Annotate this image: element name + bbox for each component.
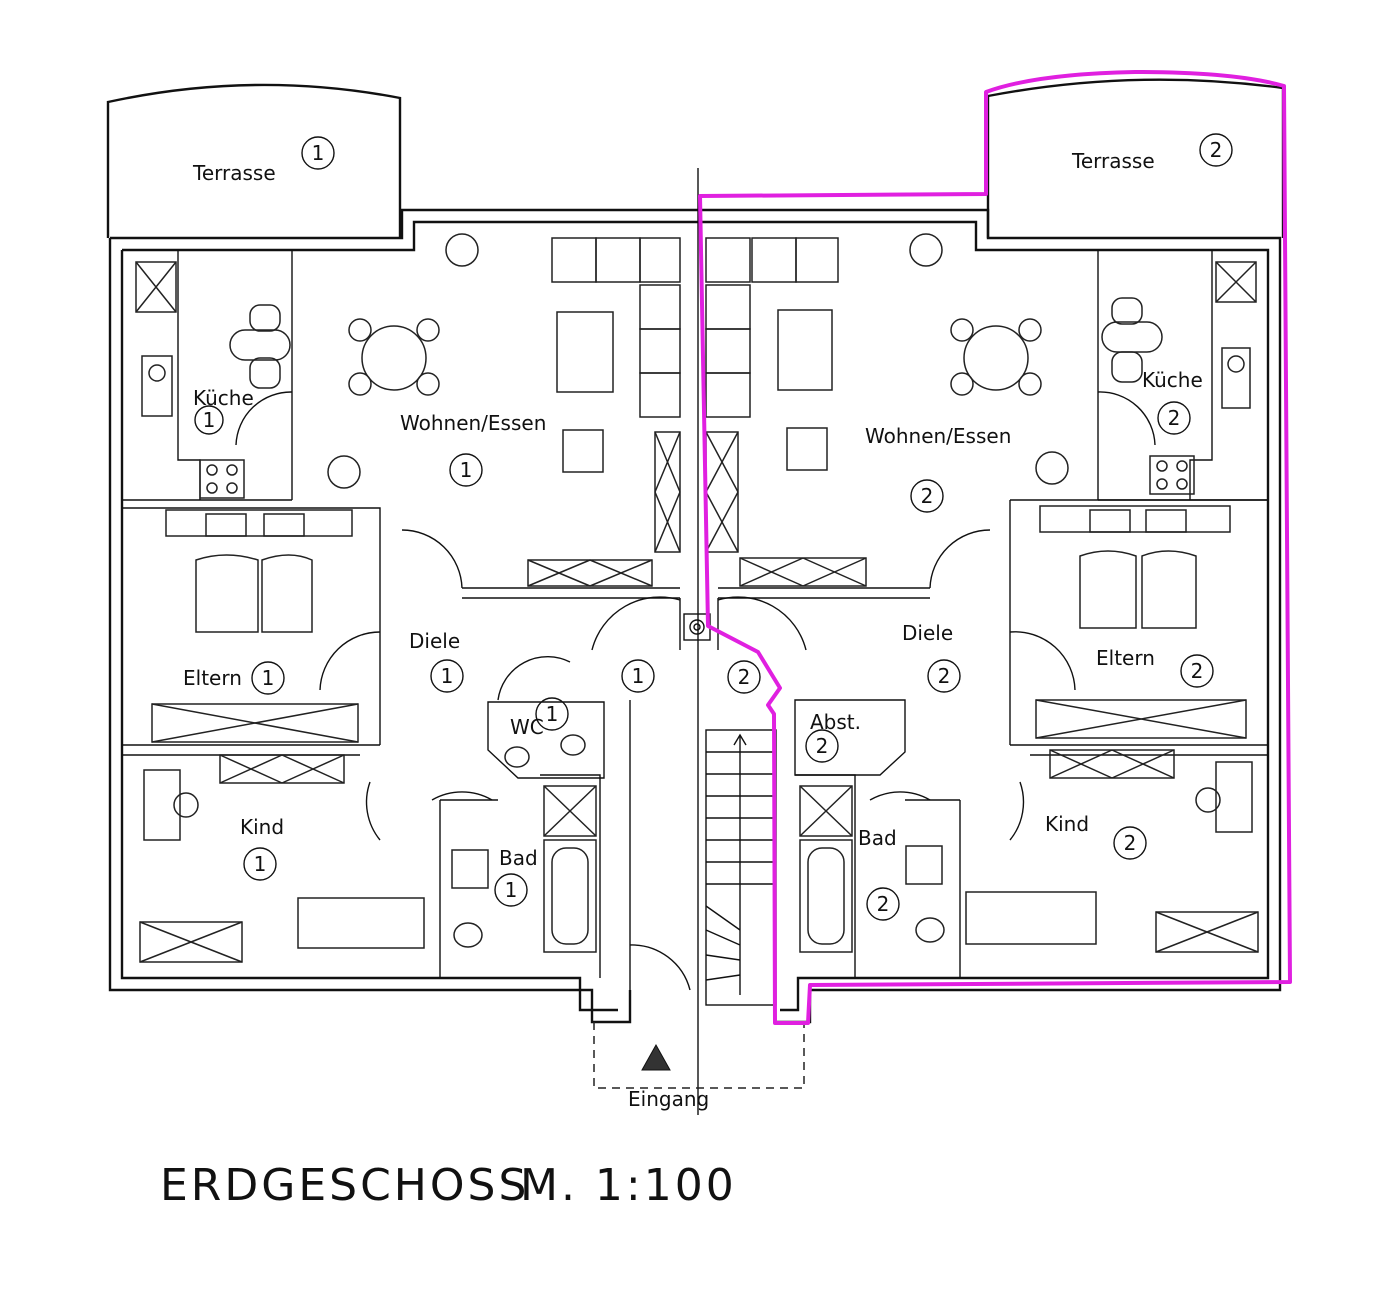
svg-text:1: 1 bbox=[203, 408, 216, 432]
svg-text:1: 1 bbox=[441, 664, 454, 688]
wc-1-label: WC bbox=[510, 715, 544, 739]
interior-walls-unit-1 bbox=[122, 250, 681, 990]
entrance-label: Eingang bbox=[628, 1087, 709, 1111]
parents-1-label: Eltern bbox=[183, 666, 242, 690]
kitchen-2-label: Küche bbox=[1142, 368, 1203, 392]
parents-2-label: Eltern bbox=[1096, 646, 1155, 670]
terrace-1-number: 1 bbox=[312, 141, 325, 165]
entrance-door-1-number: 1 bbox=[632, 664, 645, 688]
svg-text:2: 2 bbox=[921, 484, 934, 508]
kitchen-1-label: Küche bbox=[193, 386, 254, 410]
entrance-door-2-number: 2 bbox=[738, 665, 751, 689]
outer-walls bbox=[108, 168, 1282, 1115]
doors bbox=[235, 391, 1156, 991]
unit-2-highlight bbox=[698, 70, 1292, 1025]
entrance bbox=[593, 1022, 805, 1089]
labels-unit-1: Terrasse 1 Küche 1 Wohnen/Essen 1 Diele … bbox=[183, 136, 655, 907]
furniture-unit-2 bbox=[705, 233, 1259, 953]
terrace-1 bbox=[106, 83, 402, 238]
child-1-label: Kind bbox=[240, 815, 284, 839]
hall-1-label: Diele bbox=[409, 629, 460, 653]
entrance-marker bbox=[641, 1043, 671, 1071]
svg-text:2: 2 bbox=[1191, 659, 1204, 683]
child-2-label: Kind bbox=[1045, 812, 1089, 836]
labels-unit-2: Terrasse 2 Küche 2 Wohnen/Essen 2 Diele … bbox=[727, 133, 1233, 921]
svg-text:2: 2 bbox=[1210, 138, 1223, 162]
svg-text:2: 2 bbox=[938, 664, 951, 688]
interior-walls-unit-2 bbox=[717, 250, 1268, 978]
svg-text:1: 1 bbox=[546, 702, 559, 726]
furniture-unit-1 bbox=[135, 233, 681, 963]
svg-text:1: 1 bbox=[460, 458, 473, 482]
terrace-2 bbox=[986, 78, 1285, 238]
svg-text:1: 1 bbox=[505, 878, 518, 902]
svg-text:2: 2 bbox=[1124, 831, 1137, 855]
living-2-label: Wohnen/Essen bbox=[865, 424, 1011, 448]
svg-text:2: 2 bbox=[816, 734, 829, 758]
plan-scale: M. 1:100 bbox=[520, 1160, 737, 1211]
svg-text:2: 2 bbox=[877, 892, 890, 916]
bath-2-label: Bad bbox=[858, 826, 897, 850]
plan-title: ERDGESCHOSS bbox=[160, 1160, 529, 1211]
bath-1-label: Bad bbox=[499, 846, 538, 870]
terrace-1-label: Terrasse bbox=[192, 161, 276, 185]
svg-text:2: 2 bbox=[1168, 406, 1181, 430]
svg-text:1: 1 bbox=[254, 852, 267, 876]
terrace-2-label: Terrasse bbox=[1071, 149, 1155, 173]
living-1-label: Wohnen/Essen bbox=[400, 411, 546, 435]
svg-text:1: 1 bbox=[262, 666, 275, 690]
staircase bbox=[705, 729, 777, 1006]
hall-2-label: Diele bbox=[902, 621, 953, 645]
